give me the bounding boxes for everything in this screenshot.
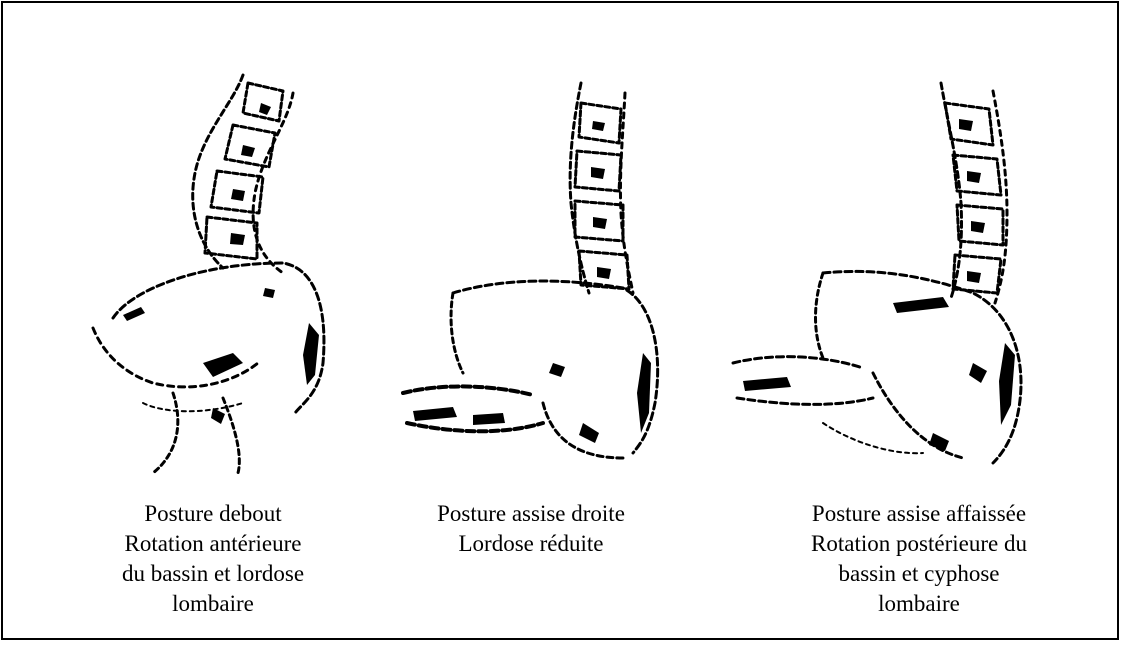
- caption-slumped-sitting: Posture assise affaissée Rotation postér…: [769, 499, 1069, 619]
- caption-line: Posture assise droite: [381, 499, 681, 529]
- caption-line: Lordose réduite: [381, 529, 681, 559]
- caption-line: Rotation postérieure du: [769, 529, 1069, 559]
- caption-line: lombaire: [769, 589, 1069, 619]
- spine-standing-illustration: [83, 63, 343, 483]
- caption-line: lombaire: [63, 589, 363, 619]
- caption-standing: Posture debout Rotation antérieure du ba…: [63, 499, 363, 619]
- caption-line: Posture debout: [63, 499, 363, 529]
- caption-line: bassin et cyphose: [769, 559, 1069, 589]
- caption-line: Posture assise affaissée: [769, 499, 1069, 529]
- caption-line: Rotation antérieure: [63, 529, 363, 559]
- spine-slumped-sitting-illustration: [723, 63, 1053, 483]
- spine-upright-sitting-illustration: [393, 63, 673, 483]
- caption-upright-sitting: Posture assise droite Lordose réduite: [381, 499, 681, 559]
- caption-line: du bassin et lordose: [63, 559, 363, 589]
